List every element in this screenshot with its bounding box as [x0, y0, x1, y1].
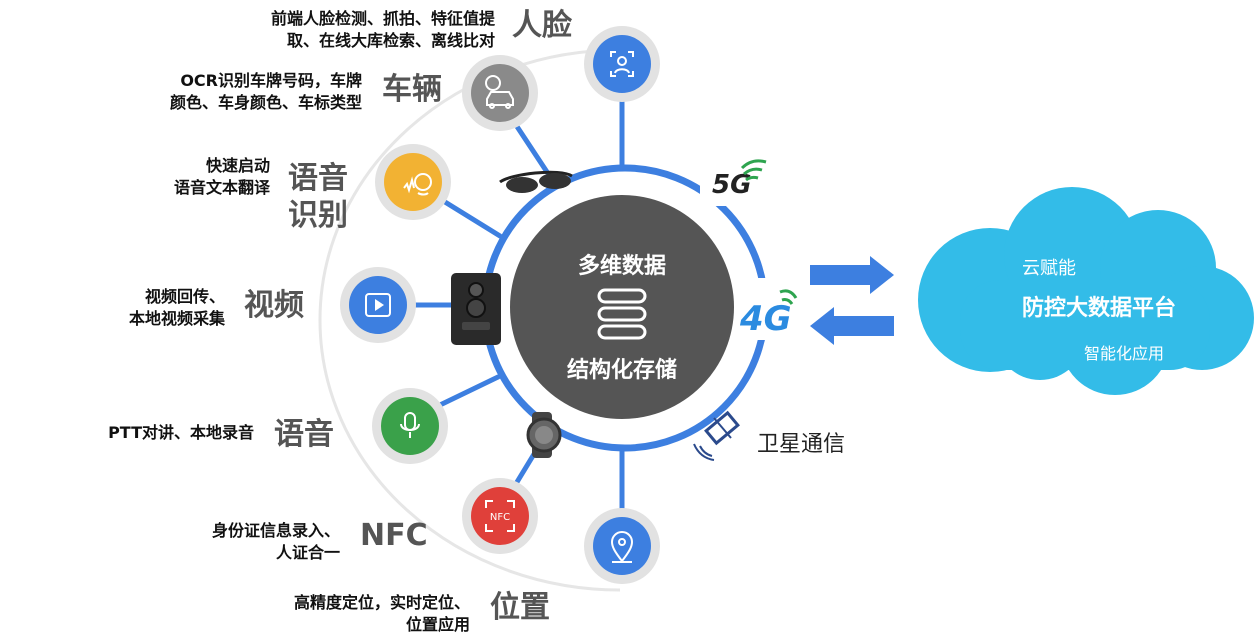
cloud-line2: 防控大数据平台 — [1022, 296, 1177, 321]
node-video[interactable] — [340, 267, 416, 343]
5g-icon: 5G — [700, 150, 778, 206]
database-icon — [597, 288, 647, 340]
label-speech: 语音 识别 — [288, 161, 348, 233]
microphone-icon — [400, 412, 420, 438]
label-voice: 语音 — [274, 417, 334, 452]
4g-text: 4G — [739, 299, 792, 339]
satellite-icon — [693, 410, 740, 461]
label-face: 人脸 — [512, 8, 572, 43]
center-bottom-text: 结构化存储 — [567, 357, 677, 383]
cloud-line3: 智能化应用 — [1084, 344, 1165, 363]
car-icon — [485, 75, 514, 109]
cloud-shape — [918, 187, 1254, 395]
desc-location: 高精度定位，实时定位、 位置应用 — [293, 593, 470, 634]
nfc-icon-text: NFC — [490, 512, 510, 523]
node-voice[interactable] — [372, 388, 448, 464]
node-speech[interactable] — [375, 144, 451, 220]
center-top-text: 多维数据 — [578, 253, 666, 279]
label-location: 位置 — [490, 590, 550, 625]
desc-speech: 快速启动 语音文本翻译 — [173, 156, 270, 197]
node-location[interactable] — [584, 508, 660, 584]
label-nfc: NFC — [360, 518, 428, 553]
desc-voice: PTT对讲、本地录音 — [108, 423, 254, 442]
voice-head-icon — [403, 173, 432, 196]
node-nfc[interactable]: NFC — [462, 478, 538, 554]
face-scan-icon — [610, 51, 634, 77]
spoke-voice — [437, 374, 501, 408]
node-vehicle[interactable] — [462, 55, 538, 131]
5g-text: 5G — [712, 170, 751, 200]
spoke-speech — [442, 199, 503, 239]
smartwatch-icon — [526, 412, 562, 458]
spoke-vehicle — [513, 122, 550, 175]
play-icon — [365, 293, 391, 317]
desc-face: 前端人脸检测、抓拍、特征值提 取、在线大库检索、离线比对 — [270, 9, 495, 50]
label-video: 视频 — [244, 288, 304, 323]
desc-nfc: 身份证信息录入、 人证合一 — [211, 521, 340, 562]
body-camera-icon — [451, 273, 501, 345]
arrow-from-cloud — [810, 307, 894, 345]
satellite-label: 卫星通信 — [757, 432, 846, 457]
nfc-icon — [485, 500, 515, 532]
smart-glasses-icon — [499, 170, 573, 193]
spokes — [405, 92, 625, 515]
desc-vehicle: OCR识别车牌号码，车牌 颜色、车身颜色、车标类型 — [169, 71, 362, 112]
4g-icon: 4G — [736, 278, 806, 340]
label-vehicle: 车辆 — [382, 72, 442, 107]
node-face[interactable] — [584, 26, 660, 102]
cloud-line1: 云赋能 — [1022, 258, 1076, 279]
arrow-to-cloud — [810, 256, 894, 294]
desc-video: 视频回传、 本地视频采集 — [128, 287, 225, 328]
location-pin-icon — [610, 531, 634, 563]
